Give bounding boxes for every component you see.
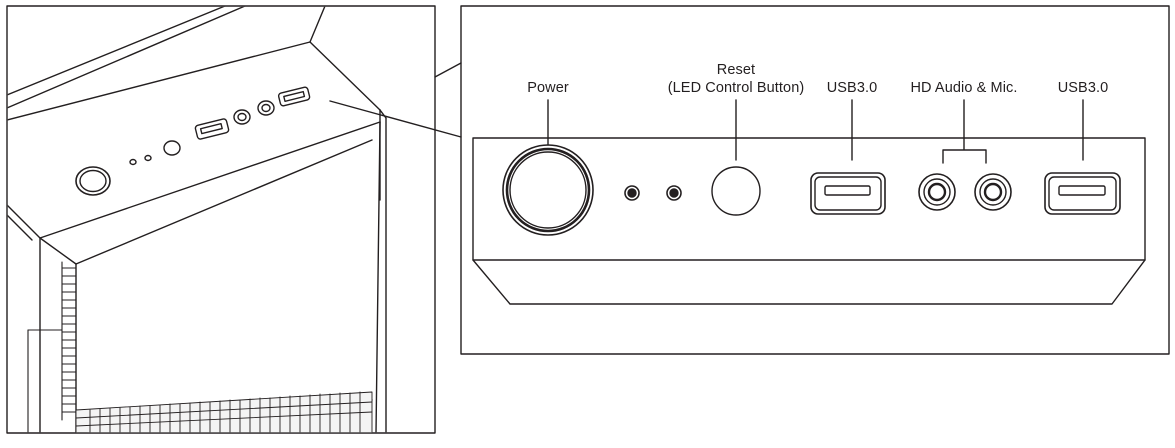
- side-vent: [27, 261, 77, 433]
- led-indicator-icon: [624, 185, 640, 201]
- power-button-small: [75, 166, 111, 196]
- audio-small-2: [257, 100, 275, 116]
- usb-left-label: USB3.0: [826, 80, 878, 96]
- led-indicator-icon: [666, 185, 682, 201]
- top-panel-front-edge: [7, 121, 381, 239]
- usb-port-icon: [810, 172, 886, 215]
- io-panel-bottom: [472, 259, 1146, 305]
- front-bezel: [75, 139, 373, 265]
- reset-small: [163, 140, 181, 156]
- power-button-icon: [502, 144, 594, 236]
- callout-line-bottom: [329, 100, 462, 138]
- mic-jack-icon: [974, 173, 1012, 211]
- reset-button-icon: [711, 166, 761, 216]
- audio-jack-icon: [918, 173, 956, 211]
- callout-line-top: [434, 62, 462, 78]
- side-glass-edge: [7, 6, 226, 96]
- usb-port-icon: [1044, 172, 1121, 215]
- bottom-mesh: [75, 391, 373, 433]
- led-small-1: [129, 158, 137, 166]
- io-detail-illustration: [460, 5, 1170, 355]
- detail-frame: [460, 5, 1170, 355]
- leader-audio: [942, 99, 987, 164]
- usb-small-1: [194, 118, 230, 140]
- reset-sublabel: (LED Control Button): [667, 80, 805, 96]
- usb-small-2: [277, 86, 311, 107]
- audio-small-1: [233, 109, 251, 125]
- case-overview-illustration: [6, 5, 436, 434]
- usb-right-label: USB3.0: [1057, 80, 1109, 96]
- reset-label: Reset: [716, 62, 756, 78]
- power-label: Power: [527, 80, 569, 96]
- overview-frame: [6, 5, 436, 434]
- audio-label: HD Audio & Mic.: [910, 80, 1018, 96]
- top-panel-back-edge: [7, 41, 311, 121]
- top-io-small: [75, 86, 311, 196]
- led-small-2: [144, 154, 152, 162]
